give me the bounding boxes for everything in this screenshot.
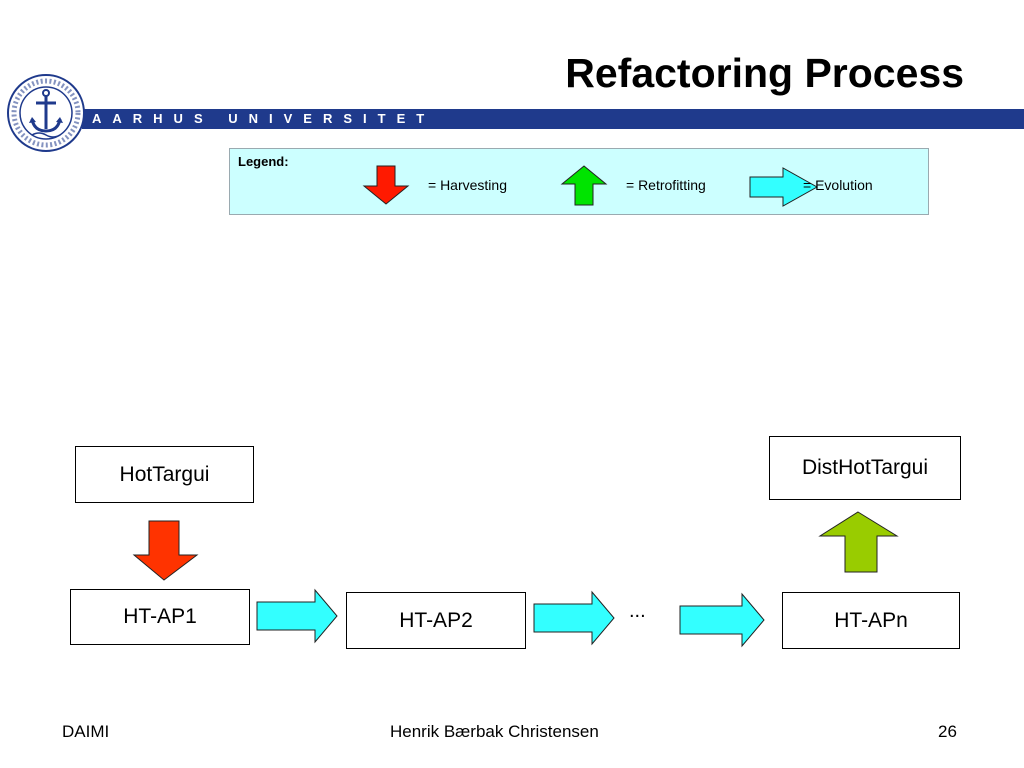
node-ht-ap1: HT-AP1 bbox=[70, 589, 250, 645]
evolution-arrow-icon bbox=[256, 588, 338, 644]
university-banner bbox=[82, 109, 1024, 129]
legend-label-harvesting: = Harvesting bbox=[428, 177, 507, 193]
retrofitting-arrow-icon bbox=[818, 511, 899, 573]
harvesting-arrow-icon bbox=[132, 520, 199, 581]
slide-title: Refactoring Process bbox=[565, 50, 964, 96]
evolution-legend-arrow-icon bbox=[749, 167, 819, 207]
harvesting-legend-arrow-icon bbox=[362, 165, 410, 205]
legend-panel: Legend: = Harvesting = Retrofitting = Ev… bbox=[229, 148, 929, 215]
legend-label-evolution: = Evolution bbox=[803, 177, 873, 193]
footer-left: DAIMI bbox=[62, 722, 110, 741]
evolution-arrow-icon bbox=[679, 592, 765, 648]
legend-title: Legend: bbox=[238, 154, 289, 169]
evolution-arrow-icon bbox=[533, 590, 615, 646]
footer-author: Henrik Bærbak Christensen bbox=[390, 722, 599, 741]
legend-label-retrofitting: = Retrofitting bbox=[626, 177, 706, 193]
university-name: AARHUS UNIVERSITET bbox=[92, 111, 436, 126]
node-hottargui: HotTargui bbox=[75, 446, 254, 503]
node-ht-ap2: HT-AP2 bbox=[346, 592, 526, 649]
node-ht-apn: HT-APn bbox=[782, 592, 960, 649]
retrofitting-legend-arrow-icon bbox=[560, 165, 608, 206]
university-seal-logo bbox=[7, 74, 85, 152]
ellipsis-continuation: ... bbox=[629, 600, 646, 622]
page-number: 26 bbox=[938, 722, 957, 741]
node-disthottargui: DistHotTargui bbox=[769, 436, 961, 500]
